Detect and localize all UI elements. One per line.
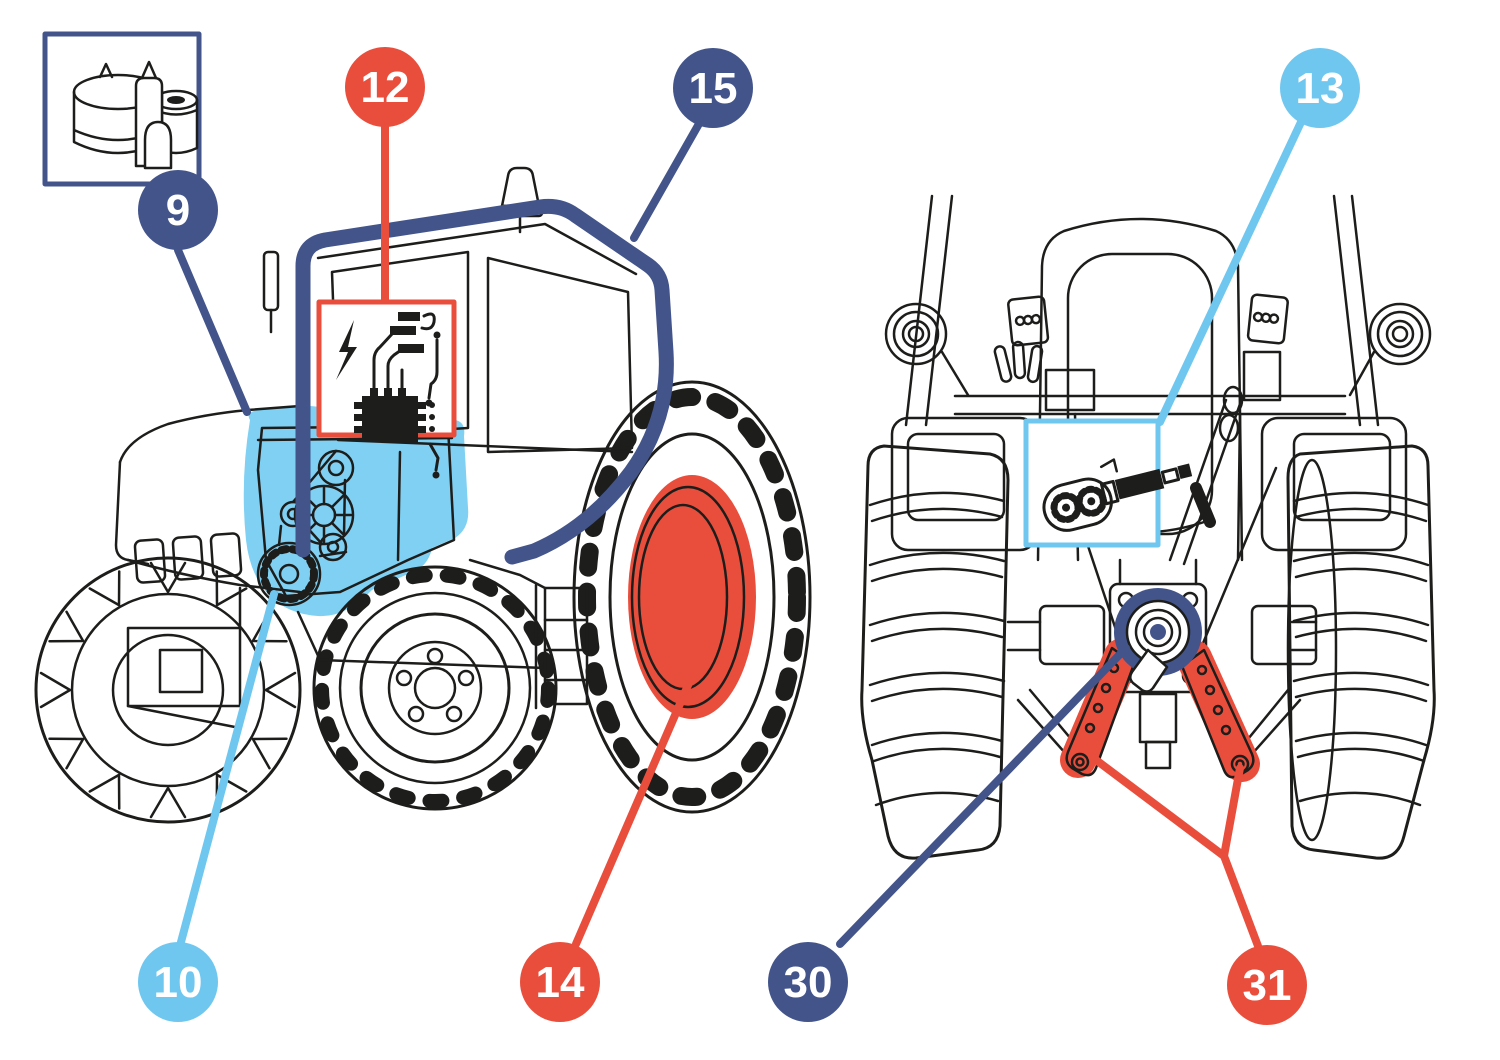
- tractor-rear-view: [860, 194, 1436, 860]
- inset-oil-filter-kit: [42, 31, 202, 187]
- leader-line-14: [572, 672, 696, 948]
- svg-text:14: 14: [536, 958, 585, 1007]
- cab-frame-highlight: [295, 198, 674, 565]
- front-wheel: [34, 556, 302, 824]
- svg-text:30: 30: [784, 958, 833, 1007]
- leader-line-13: [1156, 116, 1306, 426]
- leader-line-15: [630, 118, 704, 242]
- lower-link-highlight-right: [1176, 640, 1260, 782]
- svg-text:10: 10: [154, 958, 203, 1007]
- hood-and-chassis: [114, 250, 589, 730]
- leader-line-9: [174, 246, 251, 416]
- engine-belt-drive: [256, 424, 456, 607]
- beacon-light-icon: [498, 166, 544, 234]
- callout-badge-31[interactable]: 31: [1227, 945, 1307, 1025]
- work-light-left-icon: [1007, 295, 1050, 347]
- tractor-side-view: [34, 166, 812, 824]
- callout-badge-12[interactable]: 12: [345, 47, 425, 127]
- callout-badge-13[interactable]: 13: [1280, 48, 1360, 128]
- svg-text:31: 31: [1243, 961, 1292, 1010]
- leader-line-30: [836, 644, 1130, 948]
- work-light-right-icon: [1246, 293, 1289, 345]
- rear-wheel: [572, 380, 812, 814]
- inset-hydraulic-system: [1023, 418, 1193, 548]
- lower-link-highlight-left: [1060, 638, 1140, 778]
- hydraulic-gear-pump-cylinder-icon: [1042, 458, 1193, 532]
- inset-boxes: [42, 31, 1193, 548]
- lightning-bolt-icon: [336, 320, 357, 380]
- inset-electrical-system: [316, 299, 457, 479]
- mirror-left-icon: [884, 302, 970, 397]
- rear-wheel-right: [1286, 444, 1436, 860]
- rear-wheel-left: [860, 444, 1010, 860]
- rops-posts: [904, 194, 1380, 427]
- pto-shaft-highlight: [1114, 588, 1202, 693]
- callout-badge-9[interactable]: 9: [138, 170, 218, 250]
- rear-wheel-hub-highlight: [628, 475, 756, 719]
- mirror-right-icon: [1348, 302, 1432, 397]
- svg-text:13: 13: [1296, 64, 1345, 113]
- leader-line-31: [1088, 753, 1262, 950]
- callout-badge-30[interactable]: 30: [768, 942, 848, 1022]
- svg-text:12: 12: [361, 63, 410, 112]
- callout-badge-15[interactable]: 15: [673, 48, 753, 128]
- callout-badges: 9 12 15 13 10 14 30 31: [138, 47, 1360, 1025]
- lower-link-arm-left: [1065, 646, 1136, 777]
- svg-text:9: 9: [166, 186, 190, 235]
- callout-badge-10[interactable]: 10: [138, 942, 218, 1022]
- callout-badge-14[interactable]: 14: [520, 942, 600, 1022]
- leader-line-10: [177, 590, 278, 946]
- near-front-wheel: [312, 565, 558, 811]
- oil-filter-kit-icon: [72, 60, 199, 170]
- ecu-wiring-harness-icon: [336, 312, 441, 479]
- leader-lines: [174, 116, 1306, 950]
- svg-text:15: 15: [689, 64, 738, 113]
